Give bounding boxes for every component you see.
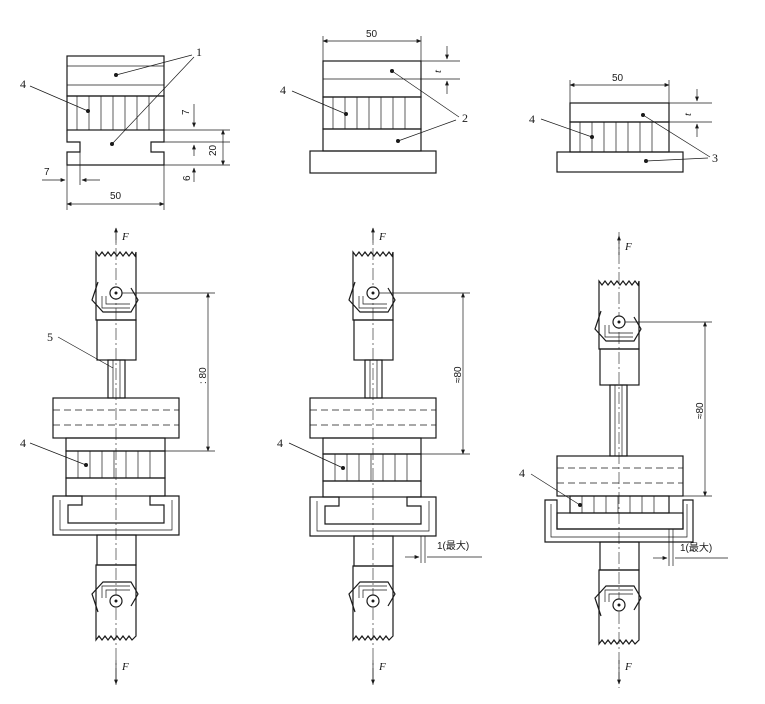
label-part-4-a: 4 [20,77,26,91]
label-part-4-f: 4 [519,466,525,480]
dim-20: 20 [208,144,219,156]
force-label-top-a: F [121,231,129,243]
fixture-assembly-a: F 5 4 [20,227,215,688]
dim-80-a: : 80 [198,367,209,384]
force-label-bottom-c: F [624,661,632,673]
dim-7-horizontal: 7 [44,167,50,178]
dim-50-b: 50 [366,29,378,40]
dim-6: 6 [182,175,193,181]
force-label-top-b: F [378,231,386,243]
label-part-4-c: 4 [529,112,535,126]
force-label-bottom-b: F [378,661,386,673]
label-part-5: 5 [47,330,53,344]
dim-80-c: ≈80 [695,402,706,419]
dim-7-vertical: 7 [181,109,192,115]
dim-t-b: t [432,69,444,73]
label-part-4-e: 4 [277,436,283,450]
specimen-type-a: 1 4 7 20 6 7 50 [20,45,230,210]
force-label-bottom-a: F [121,661,129,673]
dim-80-b: ≈80 [453,366,464,383]
fixture-assembly-c: F 4 F [519,232,728,688]
fixture-assembly-b: F 4 F [277,227,482,688]
dim-50-a: 50 [110,191,122,202]
label-part-4-b: 4 [280,83,286,97]
dim-t-c: t [682,112,694,116]
gap-max-b: 1(最大) [437,539,469,552]
label-part-3: 3 [712,151,718,165]
label-part-4-d: 4 [20,436,26,450]
force-label-top-c: F [624,241,632,253]
label-part-1: 1 [196,45,202,59]
specimen-type-c: 3 4 50 t [529,73,718,173]
label-part-2: 2 [462,111,468,125]
specimen-type-b: 2 4 50 t [280,29,468,174]
gap-max-c: 1(最大) [680,541,712,554]
dim-50-c: 50 [612,73,624,84]
